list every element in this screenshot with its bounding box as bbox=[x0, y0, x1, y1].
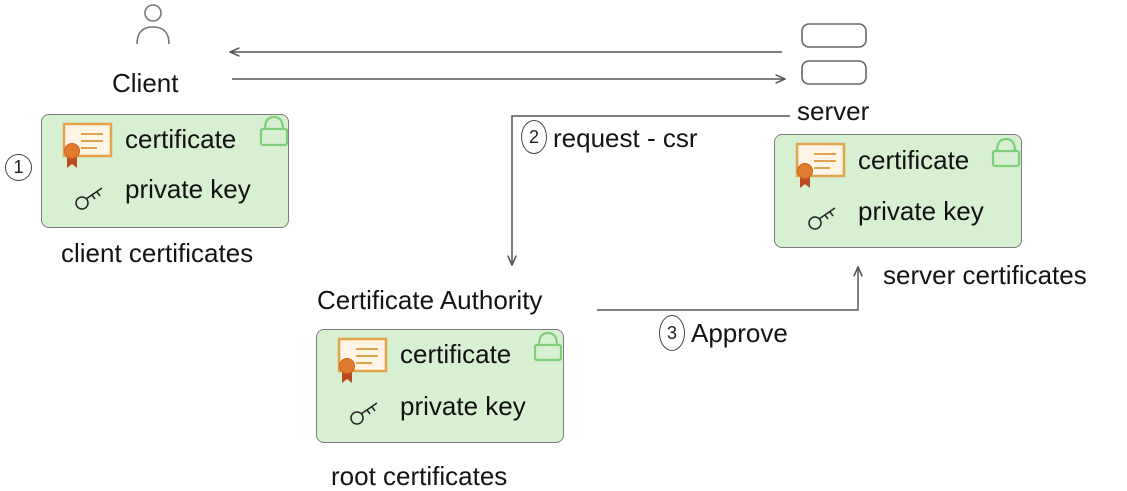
root-certificates-caption: root certificates bbox=[331, 461, 508, 491]
approve-connector bbox=[597, 267, 858, 311]
step-1-badge: 1 bbox=[5, 154, 32, 181]
approve-label: Approve bbox=[691, 318, 788, 348]
server-label: server bbox=[797, 96, 870, 126]
server-private-key-text: private key bbox=[858, 196, 984, 226]
client-label: Client bbox=[112, 68, 179, 98]
client-certificates-caption: client certificates bbox=[61, 238, 254, 268]
client-private-key-text: private key bbox=[125, 174, 251, 204]
server-certificate-text: certificate bbox=[858, 145, 970, 175]
step-2-badge: 2 bbox=[521, 120, 547, 154]
server-certificates-caption: server certificates bbox=[883, 260, 1087, 290]
step-3-badge: 3 bbox=[659, 315, 685, 351]
client-certificate-text: certificate bbox=[125, 124, 237, 154]
request-csr-connector bbox=[512, 115, 790, 265]
root-certificate-text: certificate bbox=[400, 339, 512, 369]
request-csr-label: request - csr bbox=[553, 123, 698, 153]
root-private-key-text: private key bbox=[400, 391, 526, 421]
certificate-authority-label: Certificate Authority bbox=[317, 285, 543, 315]
